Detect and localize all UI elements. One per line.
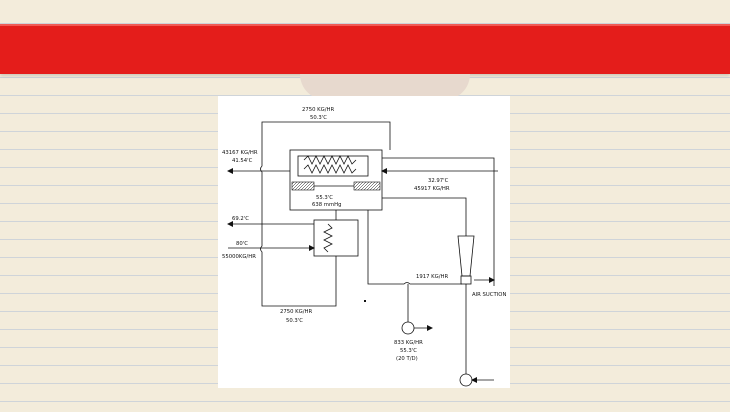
- reboiler-coil: [323, 223, 333, 253]
- stray-mark: [364, 300, 366, 302]
- top-flow-label: 2750 KG/HR: [302, 107, 335, 113]
- motive-pump: [459, 373, 473, 387]
- header-band: [0, 24, 730, 74]
- left-flow-label: 43167 KG/HR: [222, 150, 258, 156]
- left-temp-label: 41.54'C: [232, 158, 253, 164]
- upper-coil: [303, 155, 357, 165]
- ejector-nozzle: [460, 275, 472, 285]
- right-temp-label: 32.97'C: [428, 178, 449, 184]
- packing-right: [353, 181, 381, 191]
- center-temp-label: 55.3'C: [316, 195, 333, 201]
- process-diagram-panel: 2750 KG/HR 50.3'C 43167 KG/HR 41.54'C 32…: [218, 96, 510, 388]
- pump-rate-label: (20 T/D): [396, 356, 418, 362]
- packing-left: [291, 181, 315, 191]
- inner-tube-box: [297, 155, 369, 177]
- low-flow-label: 55000KG/HR: [222, 254, 256, 260]
- decorative-shape: [300, 74, 470, 100]
- condensate-pump: [401, 321, 415, 335]
- air-suction-label: AIR SUCTION: [472, 292, 506, 298]
- mid-temp-label: 69.2'C: [232, 216, 249, 222]
- right-flow-label: 45917 KG/HR: [414, 186, 450, 192]
- pump-flow-label: 833 KG/HR: [394, 340, 423, 346]
- condensate-line: [367, 210, 462, 285]
- lower-coil: [303, 164, 357, 174]
- air-ejector: [457, 235, 475, 277]
- suction-flow-label: 1917 KG/HR: [416, 274, 449, 280]
- pump-temp-label: 55.3'C: [400, 348, 417, 354]
- top-loop-line: [261, 121, 391, 158]
- process-flow-diagram: 2750 KG/HR 50.3'C 43167 KG/HR 41.54'C 32…: [222, 107, 506, 387]
- bottom-temp-label: 50.3'C: [286, 318, 303, 324]
- vacuum-line: [382, 197, 467, 236]
- top-temp-label: 50.3'C: [310, 115, 327, 121]
- low-temp-label: 80'C: [236, 241, 248, 247]
- center-pressure-label: 638 mmHg: [312, 202, 341, 208]
- reboiler-box: [313, 219, 359, 257]
- left-bus-line: [260, 158, 337, 307]
- bottom-flow-label: 2750 KG/HR: [280, 309, 313, 315]
- right-cooling-line: [382, 157, 495, 286]
